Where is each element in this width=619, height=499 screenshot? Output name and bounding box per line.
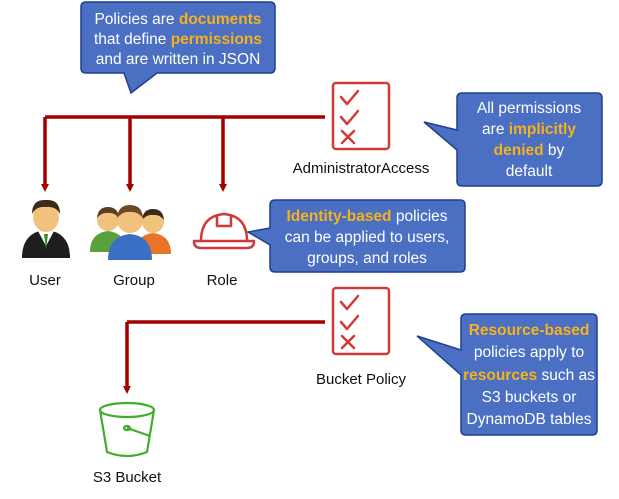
user-icon bbox=[22, 199, 70, 258]
svg-text:are implicitly: are implicitly bbox=[482, 121, 576, 138]
group-icon bbox=[90, 205, 171, 260]
callout-highlight: documents bbox=[179, 11, 262, 28]
callout-text: can be applied to users, bbox=[285, 229, 450, 246]
callout-text: are bbox=[482, 121, 509, 138]
callout-implicit-deny: All permissions are implicitly denied by… bbox=[423, 92, 603, 187]
callout-text: S3 buckets or bbox=[482, 389, 577, 406]
hard-hat-icon bbox=[192, 212, 256, 250]
callout-text: such as bbox=[537, 367, 595, 384]
callout-highlight: Resource-based bbox=[469, 322, 590, 339]
callout-text: and are written in JSON bbox=[96, 51, 261, 68]
admin-connector bbox=[41, 115, 325, 192]
callout-text: default bbox=[506, 163, 553, 180]
checklist-icon bbox=[331, 286, 391, 356]
callout-text: Policies are bbox=[94, 11, 178, 28]
callout-text: DynamoDB tables bbox=[467, 411, 592, 428]
identity-label-user: User bbox=[29, 272, 61, 289]
callout-text: groups, and roles bbox=[307, 250, 427, 267]
identity-label-role: Role bbox=[207, 272, 238, 289]
callout-resource-based: Resource-based policies apply to resourc… bbox=[416, 313, 598, 436]
resource-label-s3-bucket: S3 Bucket bbox=[93, 469, 162, 486]
svg-text:Policies are documents: Policies are documents bbox=[94, 11, 261, 28]
callout-highlight: implicitly bbox=[509, 121, 577, 138]
callout-text: policies apply to bbox=[474, 344, 584, 361]
policy-label-bucket-policy: Bucket Policy bbox=[316, 371, 407, 388]
policy-label-administrator-access: AdministratorAccess bbox=[293, 160, 430, 177]
svg-text:denied by: denied by bbox=[494, 142, 565, 159]
callout-text: policies bbox=[392, 208, 448, 225]
bucket-icon bbox=[98, 401, 156, 458]
callout-highlight: permissions bbox=[171, 31, 262, 48]
bucket-connector bbox=[123, 320, 325, 394]
svg-text:resources such as: resources such as bbox=[463, 367, 595, 384]
checklist-icon bbox=[331, 81, 391, 151]
identity-label-group: Group bbox=[113, 272, 155, 289]
callout-identity-based: Identity-based policies can be applied t… bbox=[245, 199, 466, 273]
svg-text:Identity-based policies: Identity-based policies bbox=[286, 208, 447, 225]
callout-highlight: Identity-based bbox=[286, 208, 391, 225]
callout-text: that define bbox=[94, 31, 171, 48]
callout-text: All permissions bbox=[477, 100, 581, 117]
callout-policies-definition: Policies are documents that define permi… bbox=[80, 1, 276, 95]
callout-highlight: resources bbox=[463, 367, 537, 384]
svg-text:that define permissions: that define permissions bbox=[94, 31, 262, 48]
callout-highlight: denied bbox=[494, 142, 544, 159]
callout-text: by bbox=[544, 142, 565, 159]
